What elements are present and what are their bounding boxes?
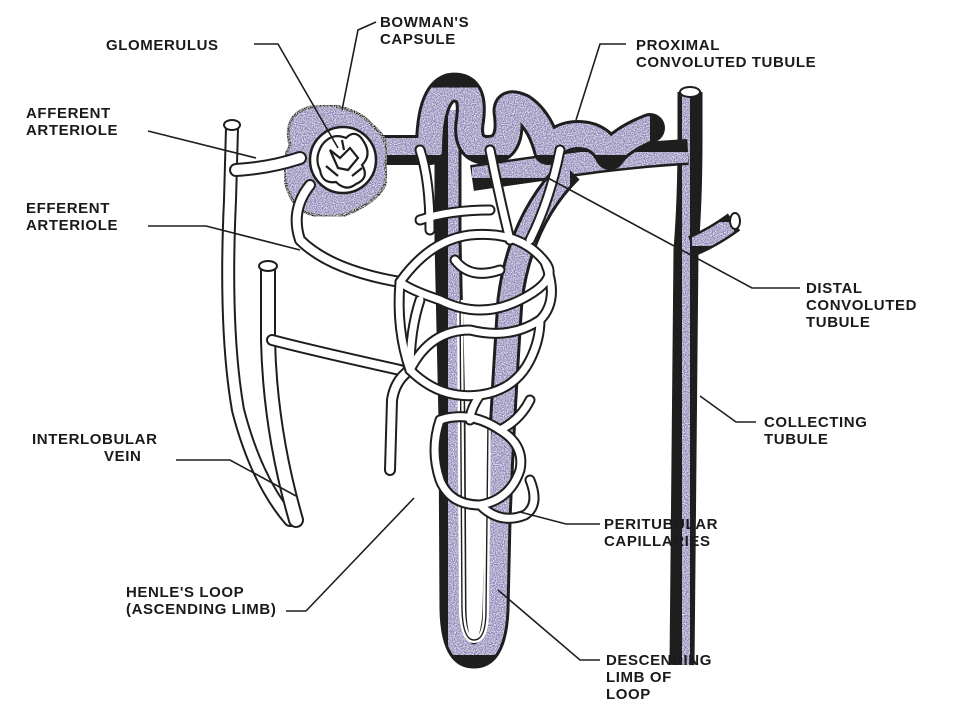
label-bowmans-line2: CAPSULE — [380, 31, 456, 48]
glomerulus-tuft — [316, 132, 369, 189]
label-afferent-arteriole: AFFERENT ARTERIOLE — [26, 105, 118, 139]
label-distal-line1: DISTAL — [806, 280, 863, 297]
label-proximal-convoluted-tubule: PROXIMAL CONVOLUTED TUBULE — [636, 37, 816, 71]
label-distal-line2: CONVOLUTED — [806, 297, 917, 314]
label-descending-line1: DESCENDING — [606, 652, 713, 669]
label-descending-line3: LOOP — [606, 686, 651, 703]
label-henles-loop: HENLE'S LOOP (ASCENDING LIMB) — [126, 584, 276, 618]
leader-peritubular-capillaries — [519, 511, 600, 525]
label-distal-convoluted-tubule: DISTAL CONVOLUTED TUBULE — [806, 280, 917, 331]
label-peritubular-line2: CAPILLARIES — [604, 533, 711, 550]
label-henles-line1: HENLE'S LOOP — [126, 584, 245, 601]
leader-proximal-tubule — [575, 43, 626, 121]
label-interlobular-line1: INTERLOBULAR — [32, 431, 158, 448]
leader-distal-tubule — [547, 177, 800, 289]
label-collecting-line2: TUBULE — [764, 431, 829, 448]
leader-henles-loop — [286, 497, 415, 612]
henles-loop-shape — [434, 110, 580, 669]
label-interlobular-vein: INTERLOBULAR VEIN — [32, 431, 158, 465]
label-efferent-line2: ARTERIOLE — [26, 217, 119, 234]
label-interlobular-line2: VEIN — [104, 448, 142, 465]
label-peritubular-capillaries: PERITUBULAR CAPILLARIES — [604, 516, 718, 550]
label-descending-limb: DESCENDING LIMB OF LOOP — [606, 652, 712, 703]
leader-interlobular-vein — [176, 459, 297, 497]
leader-bowmans-capsule — [341, 21, 377, 111]
label-glomerulus: GLOMERULUS — [106, 37, 219, 54]
leader-collecting-tubule — [699, 395, 756, 423]
leader-descending-limb — [497, 589, 600, 661]
label-efferent-arteriole: EFFERENT ARTERIOLE — [26, 200, 118, 234]
leader-lines — [147, 21, 800, 661]
leader-glomerulus — [254, 43, 339, 149]
label-proximal-line2: CONVOLUTED TUBULE — [636, 54, 817, 71]
label-afferent-line2: ARTERIOLE — [26, 122, 119, 139]
leader-efferent-arteriole — [148, 225, 301, 251]
label-afferent-line1: AFFERENT — [26, 105, 111, 122]
proximal-tubule-shape — [365, 72, 665, 170]
label-peritubular-line1: PERITUBULAR — [604, 516, 719, 533]
blood-vessels — [221, 119, 416, 528]
label-henles-line2: (ASCENDING LIMB) — [126, 601, 277, 618]
label-collecting-tubule: COLLECTING TUBULE — [764, 414, 868, 448]
label-proximal-line1: PROXIMAL — [636, 37, 720, 54]
label-distal-line3: TUBULE — [806, 314, 871, 331]
label-bowmans-capsule: BOWMAN'S CAPSULE — [380, 14, 469, 48]
label-descending-line2: LIMB OF — [606, 669, 672, 686]
label-glomerulus-line1: GLOMERULUS — [106, 37, 219, 54]
bowmans-capsule-shape — [282, 103, 389, 218]
label-collecting-line1: COLLECTING — [764, 414, 868, 431]
label-efferent-line1: EFFERENT — [26, 200, 110, 217]
collecting-tubule — [669, 86, 741, 666]
label-bowmans-line1: BOWMAN'S — [380, 14, 470, 31]
leader-afferent-arteriole — [147, 130, 257, 159]
